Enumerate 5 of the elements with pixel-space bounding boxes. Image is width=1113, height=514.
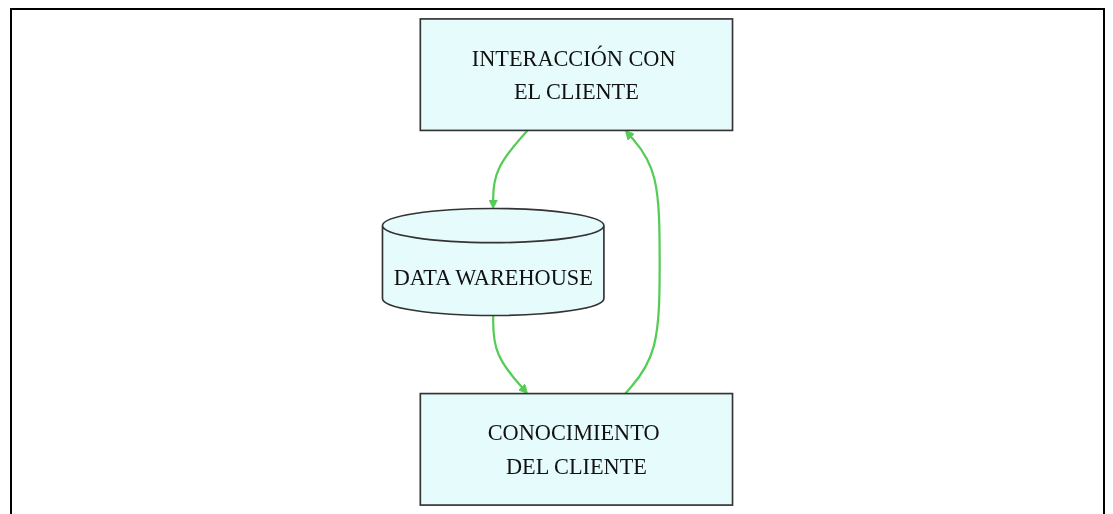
arrow bbox=[488, 129, 529, 209]
node-box: INTERACCIÓN CON EL CLIENTE bbox=[419, 18, 734, 132]
arrow bbox=[492, 315, 528, 395]
arrow bbox=[624, 129, 661, 395]
node-box: CONOCIMIENTO DEL CLIENTE bbox=[419, 392, 734, 506]
